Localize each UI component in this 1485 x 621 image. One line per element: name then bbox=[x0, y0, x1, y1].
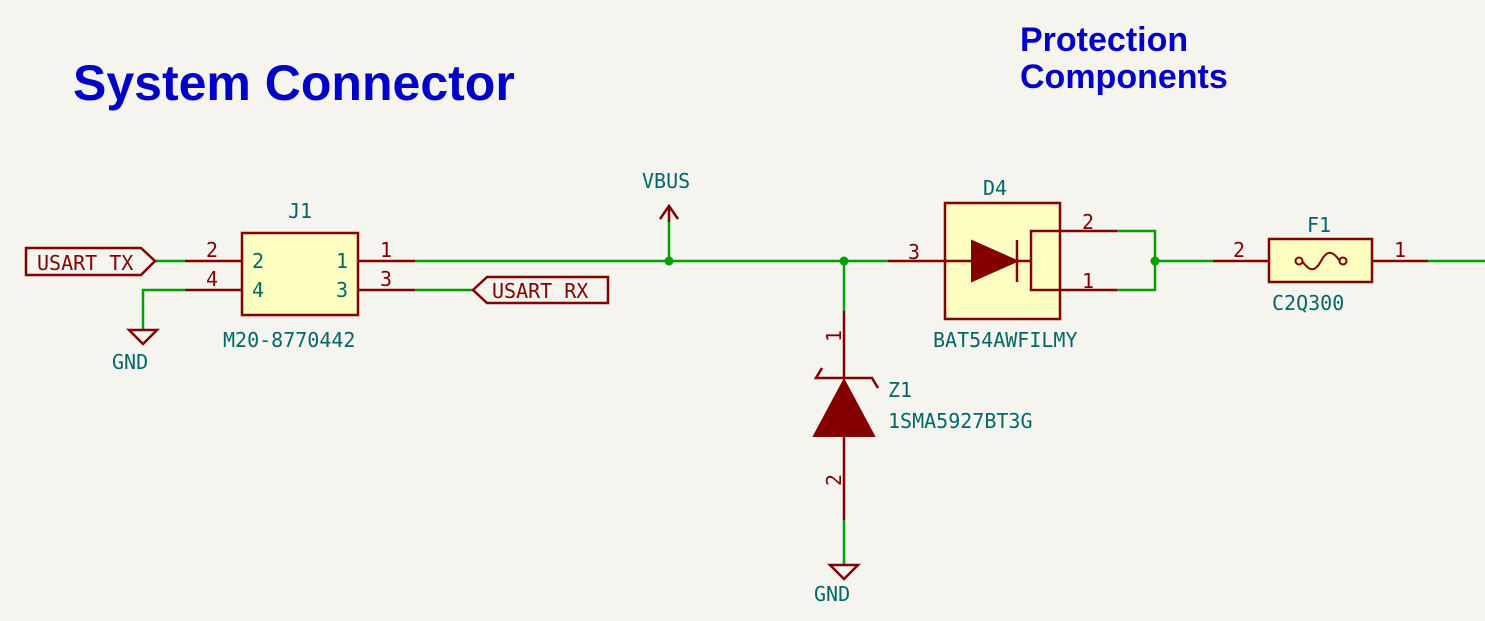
d4-pin-1: 1 bbox=[1082, 269, 1094, 293]
gnd-symbol-z1[interactable]: GND bbox=[814, 563, 862, 606]
zener-z1[interactable]: Z1 1SMA5927BT3G 1 2 bbox=[812, 311, 1033, 520]
j1-pin-num-2: 2 bbox=[206, 238, 218, 262]
z1-pin-2: 2 bbox=[822, 474, 846, 486]
j1-pin-name-4: 4 bbox=[252, 278, 264, 302]
wires bbox=[141, 220, 1485, 565]
d4-ref: D4 bbox=[983, 176, 1007, 200]
j1-pin-num-1: 1 bbox=[380, 238, 392, 262]
z1-ref: Z1 bbox=[888, 378, 912, 402]
junction-d4-out bbox=[1150, 256, 1160, 266]
junction-zener bbox=[839, 256, 849, 266]
j1-pin-name-2: 2 bbox=[252, 249, 264, 273]
usart-rx-label[interactable]: USART_RX bbox=[471, 275, 610, 305]
f1-pin-2: 2 bbox=[1233, 238, 1245, 262]
j1-pin-num-4: 4 bbox=[206, 267, 218, 291]
j1-body bbox=[240, 231, 360, 317]
z1-value: 1SMA5927BT3G bbox=[888, 409, 1033, 433]
z1-pin-1: 1 bbox=[822, 330, 846, 342]
junction-vbus bbox=[664, 256, 674, 266]
protection-title-line2: Components bbox=[1020, 58, 1228, 96]
d4-pin-3: 3 bbox=[908, 240, 920, 264]
f1-pin-1: 1 bbox=[1394, 238, 1406, 262]
f1-ref: F1 bbox=[1307, 213, 1331, 237]
diode-d4[interactable]: D4 BAT54AWFILMY 3 2 1 bbox=[888, 176, 1117, 352]
system-connector-title: System Connector bbox=[73, 55, 515, 111]
svg-text:USART_RX: USART_RX bbox=[492, 279, 588, 303]
protection-title-line1: Protection bbox=[1020, 21, 1188, 59]
d4-pin-2: 2 bbox=[1082, 210, 1094, 234]
d4-value: BAT54AWFILMY bbox=[933, 328, 1078, 352]
f1-value: C2Q300 bbox=[1272, 291, 1344, 315]
z1-diode-triangle-icon bbox=[812, 377, 876, 437]
connector-j1[interactable]: J1 M20-8770442 2 4 1 3 2 4 1 3 bbox=[185, 199, 415, 352]
d4-diode-triangle-icon bbox=[971, 239, 1020, 283]
svg-text:VBUS: VBUS bbox=[642, 169, 690, 193]
j1-pin-name-1: 1 bbox=[336, 249, 348, 273]
j1-ref: J1 bbox=[288, 199, 312, 223]
gnd-symbol-j1[interactable]: GND bbox=[112, 328, 161, 374]
vbus-power-symbol[interactable]: VBUS bbox=[642, 169, 690, 222]
fuse-f1[interactable]: F1 C2Q300 2 1 bbox=[1213, 213, 1428, 315]
svg-text:USART_TX: USART_TX bbox=[37, 251, 133, 275]
j1-value: M20-8770442 bbox=[223, 328, 355, 352]
j1-pin-name-3: 3 bbox=[336, 278, 348, 302]
j1-pin-num-3: 3 bbox=[380, 267, 392, 291]
fuse-element-icon bbox=[1294, 251, 1348, 271]
svg-text:GND: GND bbox=[814, 582, 850, 606]
usart-tx-label[interactable]: USART_TX bbox=[24, 246, 157, 277]
svg-text:GND: GND bbox=[112, 350, 148, 374]
